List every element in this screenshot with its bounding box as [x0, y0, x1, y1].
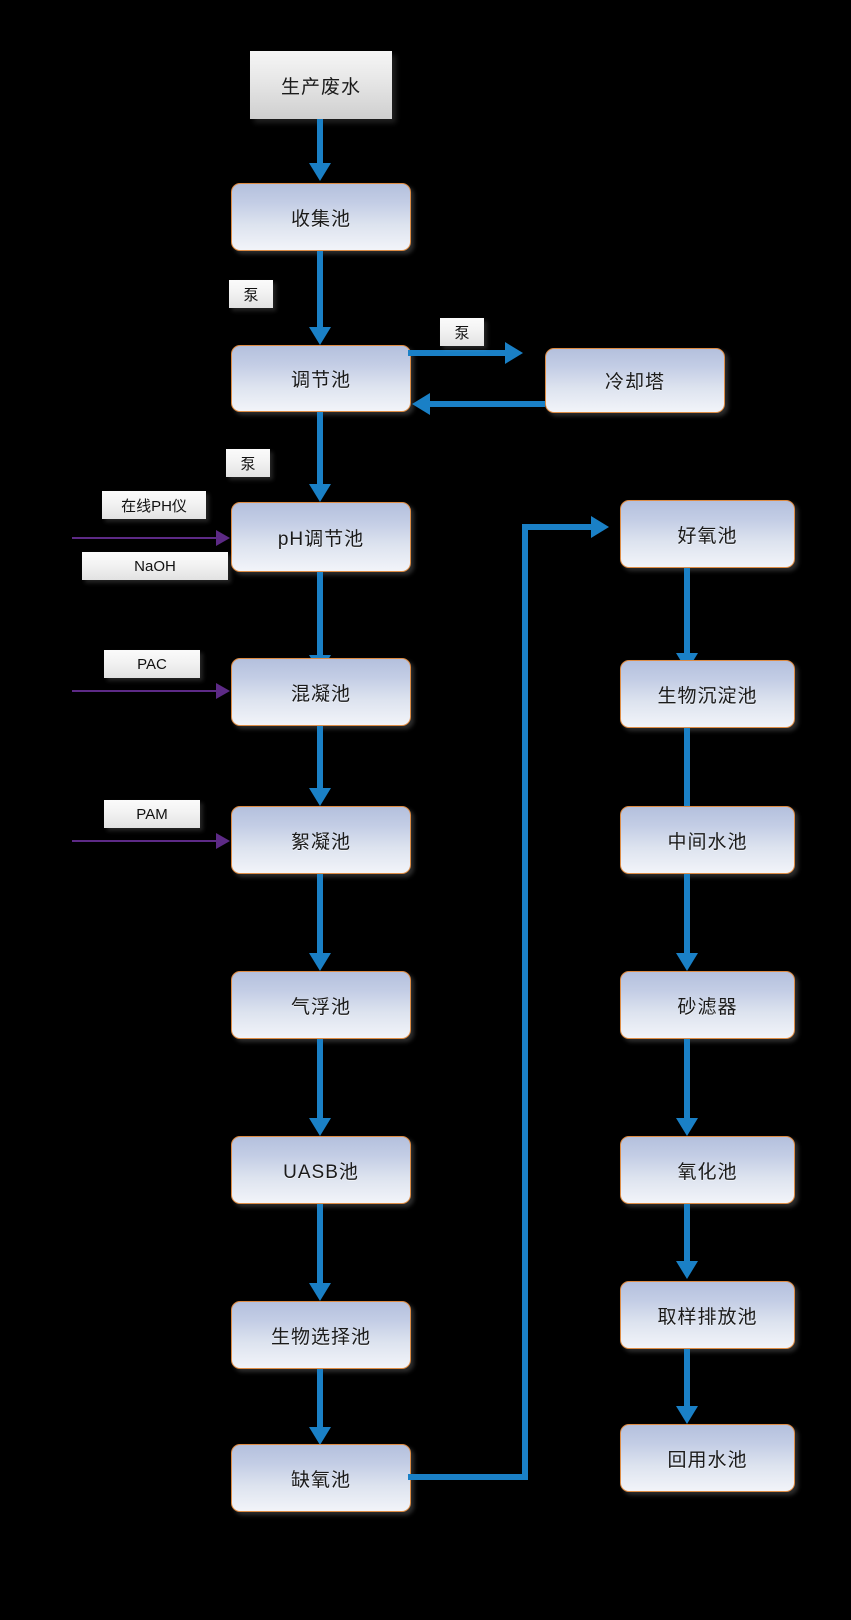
edge-equalize-to-ph	[317, 412, 323, 488]
node-label: 氧化池	[677, 1161, 738, 1183]
node-label: 收集池	[290, 208, 351, 230]
edge-aerobic-to-biosettle	[684, 568, 690, 658]
arrowhead-left	[412, 393, 430, 415]
edge-coagulate-to-flocculate	[317, 726, 323, 792]
arrowhead-down	[676, 1118, 698, 1136]
edge-selector-to-anoxic	[317, 1369, 323, 1431]
node-label: UASB池	[283, 1161, 359, 1183]
chip-label: 在线PH仪	[121, 497, 187, 515]
node-label: 砂滤器	[677, 996, 738, 1018]
arrowhead-down	[309, 1427, 331, 1445]
node-label: 好氧池	[677, 525, 738, 547]
edge-collect-to-equalize	[317, 251, 323, 331]
edge-source-to-collect	[317, 119, 323, 167]
node-label: 取样排放池	[657, 1306, 758, 1328]
arrowhead-right	[591, 516, 609, 538]
edge-anoxic-to-aerobic-seg3	[522, 524, 594, 530]
edge-anoxic-to-aerobic-seg1	[408, 1474, 528, 1480]
node-label: 生产废水	[280, 76, 361, 98]
node-interim-tank[interactable]: 中间水池	[620, 806, 795, 874]
label-pump-3: 泵	[226, 449, 270, 477]
edge-interim-to-sandfilter	[684, 874, 690, 958]
node-label: 缺氧池	[290, 1469, 351, 1491]
node-sampling-discharge[interactable]: 取样排放池	[620, 1281, 795, 1349]
node-uasb[interactable]: UASB池	[231, 1136, 411, 1204]
node-collect[interactable]: 收集池	[231, 183, 411, 251]
node-label: 回用水池	[667, 1449, 748, 1471]
node-reuse-tank[interactable]: 回用水池	[620, 1424, 795, 1492]
node-anoxic[interactable]: 缺氧池	[231, 1444, 411, 1512]
arrowhead-down	[309, 953, 331, 971]
dosing-line-ph	[72, 537, 218, 539]
arrowhead-down	[309, 163, 331, 181]
edge-biosettle-to-interim	[684, 728, 690, 812]
node-cooling-tower[interactable]: 冷却塔	[545, 348, 725, 413]
arrowhead-down	[676, 1406, 698, 1424]
arrowhead-down	[676, 953, 698, 971]
arrowhead-down	[676, 1261, 698, 1279]
label-naoh: NaOH	[82, 552, 228, 580]
arrowhead-down	[309, 1118, 331, 1136]
node-label: 絮凝池	[290, 831, 351, 853]
chip-label: 泵	[243, 286, 259, 304]
node-label: 调节池	[290, 370, 351, 391]
chip-label: PAC	[137, 655, 167, 673]
arrowhead-right	[505, 342, 523, 364]
edge-cooling-to-equalize	[430, 401, 545, 407]
node-flotation[interactable]: 气浮池	[231, 971, 411, 1039]
chip-label: PAM	[136, 805, 168, 823]
node-label: 中间水池	[667, 831, 748, 853]
dosing-line-pam	[72, 840, 218, 842]
arrowhead-down	[309, 1283, 331, 1301]
node-oxidation[interactable]: 氧化池	[620, 1136, 795, 1204]
arrowhead-down	[309, 788, 331, 806]
chip-label: 泵	[240, 455, 256, 473]
node-label: 冷却塔	[604, 372, 665, 393]
edge-sandfilter-to-oxidation	[684, 1039, 690, 1123]
label-ph-meter: 在线PH仪	[102, 491, 206, 519]
edge-flotation-to-uasb	[317, 1039, 323, 1123]
edge-equalize-to-cooling	[408, 350, 508, 356]
edge-uasb-to-selector	[317, 1204, 323, 1288]
edge-sampling-to-reuse	[684, 1349, 690, 1411]
edge-oxidation-to-sampling	[684, 1204, 690, 1266]
arrowhead-down	[309, 484, 331, 502]
node-label: 混凝池	[290, 683, 351, 705]
dosing-line-pac	[72, 690, 218, 692]
edge-anoxic-to-aerobic-seg2	[522, 524, 528, 1480]
node-label: 生物选择池	[270, 1326, 371, 1348]
node-equalize[interactable]: 调节池	[231, 345, 411, 412]
chip-label: 泵	[454, 324, 470, 342]
node-coagulate[interactable]: 混凝池	[231, 658, 411, 726]
node-bio-selector[interactable]: 生物选择池	[231, 1301, 411, 1369]
dosing-arrowhead	[216, 683, 230, 699]
node-label: 气浮池	[290, 996, 351, 1018]
label-pac: PAC	[104, 650, 200, 678]
node-ph-adjust[interactable]: pH调节池	[231, 502, 411, 572]
node-aerobic[interactable]: 好氧池	[620, 500, 795, 568]
dosing-arrowhead	[216, 833, 230, 849]
edge-flocculate-to-flotation	[317, 874, 323, 958]
edge-ph-to-coagulate	[317, 572, 323, 660]
node-source-wastewater[interactable]: 生产废水	[250, 51, 392, 119]
label-pump-1: 泵	[229, 280, 273, 308]
node-label: pH调节池	[277, 528, 365, 550]
node-label: 生物沉淀池	[657, 685, 758, 707]
node-bio-settle[interactable]: 生物沉淀池	[620, 660, 795, 728]
label-pump-2: 泵	[440, 318, 484, 346]
node-flocculate[interactable]: 絮凝池	[231, 806, 411, 874]
chip-label: NaOH	[134, 557, 176, 575]
dosing-arrowhead	[216, 530, 230, 546]
label-pam: PAM	[104, 800, 200, 828]
arrowhead-down	[309, 327, 331, 345]
node-sand-filter[interactable]: 砂滤器	[620, 971, 795, 1039]
